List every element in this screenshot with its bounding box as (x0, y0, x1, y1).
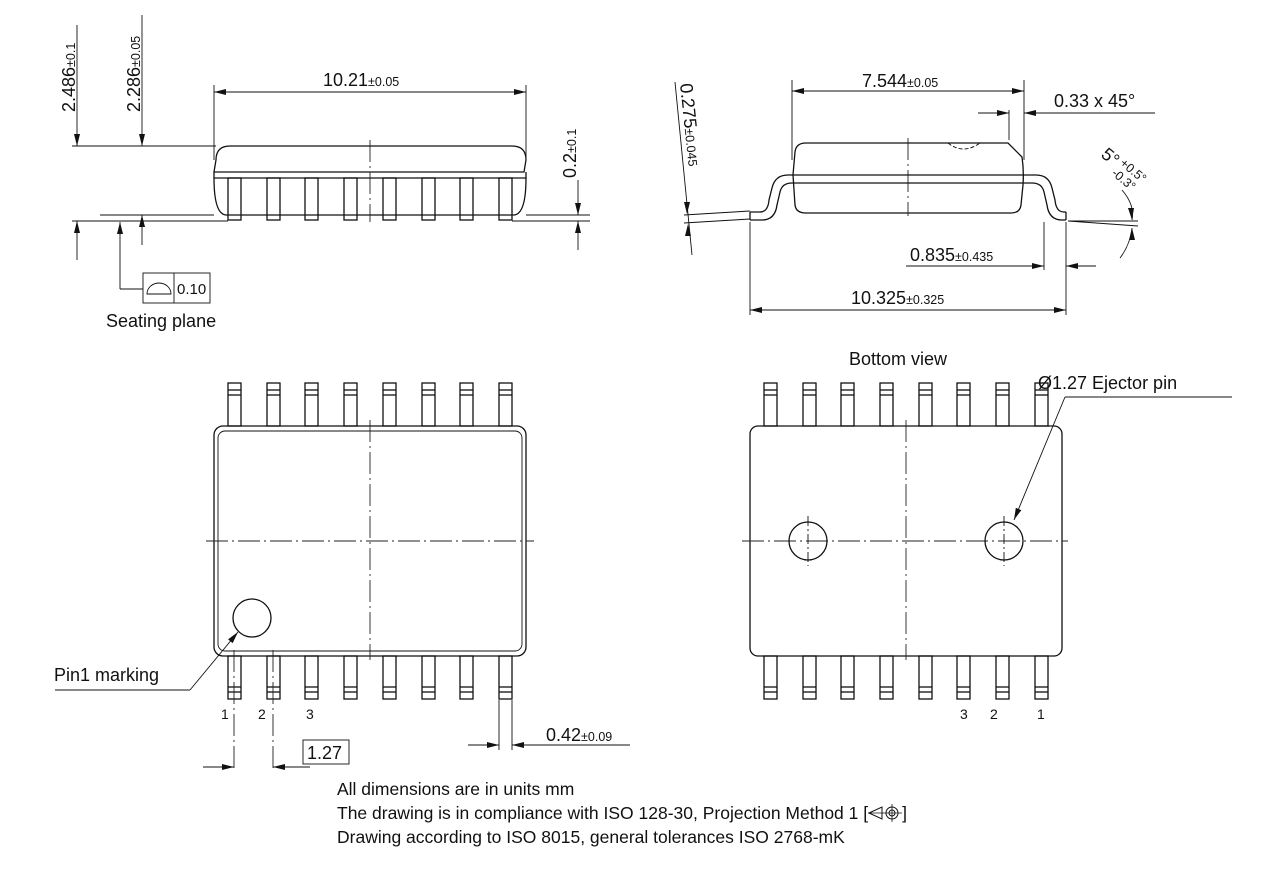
profile-of-surface-icon (146, 282, 172, 295)
seating-plane-label: Seating plane (106, 311, 216, 331)
dim-overall-width: 10.325±0.325 (851, 288, 944, 308)
dim-chamfer: 0.33 x 45° (1054, 91, 1135, 111)
dim-foot-length: 0.835±0.435 (910, 245, 993, 265)
ejector-pin-left (788, 516, 828, 566)
dim-lead-thickness: 0.275±0.045 (676, 82, 705, 167)
side-view-right: 7.544±0.05 0.33 x 45° 0.275±0.045 5° +0.… (674, 71, 1155, 315)
dim-lead-angle: 5° +0.5° -0.3° (1097, 144, 1149, 194)
top-leads-lower (227, 655, 513, 700)
dim-height-total: 2.486±0.1 (59, 43, 79, 112)
note-projection: The drawing is in compliance with ISO 12… (337, 802, 907, 824)
dim-height-body: 2.286±0.05 (124, 36, 144, 112)
bottom-view-title: Bottom view (849, 349, 948, 369)
pin-number: 3 (960, 706, 968, 722)
pin-number: 2 (990, 706, 998, 722)
dim-body-width: 7.544±0.05 (862, 71, 938, 91)
pin-number: 1 (221, 706, 229, 722)
pin-number: 2 (258, 706, 266, 722)
top-view: Pin1 marking 1 2 3 1.27 0.42±0.09 (54, 382, 630, 772)
note-units: All dimensions are in units mm (337, 779, 575, 799)
dim-lead-width: 0.42±0.09 (546, 725, 612, 745)
pin-number: 3 (306, 706, 314, 722)
ejector-pin-label: Ø1.27 Ejector pin (1038, 373, 1177, 393)
pin1-marker (232, 598, 272, 638)
note-tolerances: Drawing according to ISO 8015, general t… (337, 827, 845, 847)
top-leads-upper (227, 382, 513, 427)
pin-number: 1 (1037, 706, 1045, 722)
side-leads (227, 177, 513, 221)
ejector-pin-right (984, 516, 1024, 566)
first-angle-projection-icon (867, 804, 903, 822)
bottom-leads-lower (763, 655, 1049, 700)
pin1-marking-label: Pin1 marking (54, 665, 159, 685)
note-projection-text: The drawing is in compliance with ISO 12… (337, 803, 869, 823)
dim-standoff: 0.2±0.1 (560, 129, 580, 178)
dim-pitch: 1.27 (307, 743, 342, 763)
flatness-frame: 0.10 (142, 272, 211, 304)
bottom-view: Bottom view (742, 349, 1232, 722)
svg-text:0.10: 0.10 (177, 281, 206, 298)
note-projection-end: ] (902, 803, 907, 823)
side-view-left: 2.486±0.1 2.286±0.05 10.21±0.05 0.2±0.1 … (59, 15, 590, 331)
dim-length: 10.21±0.05 (323, 70, 399, 90)
bottom-leads-upper (763, 382, 1049, 427)
